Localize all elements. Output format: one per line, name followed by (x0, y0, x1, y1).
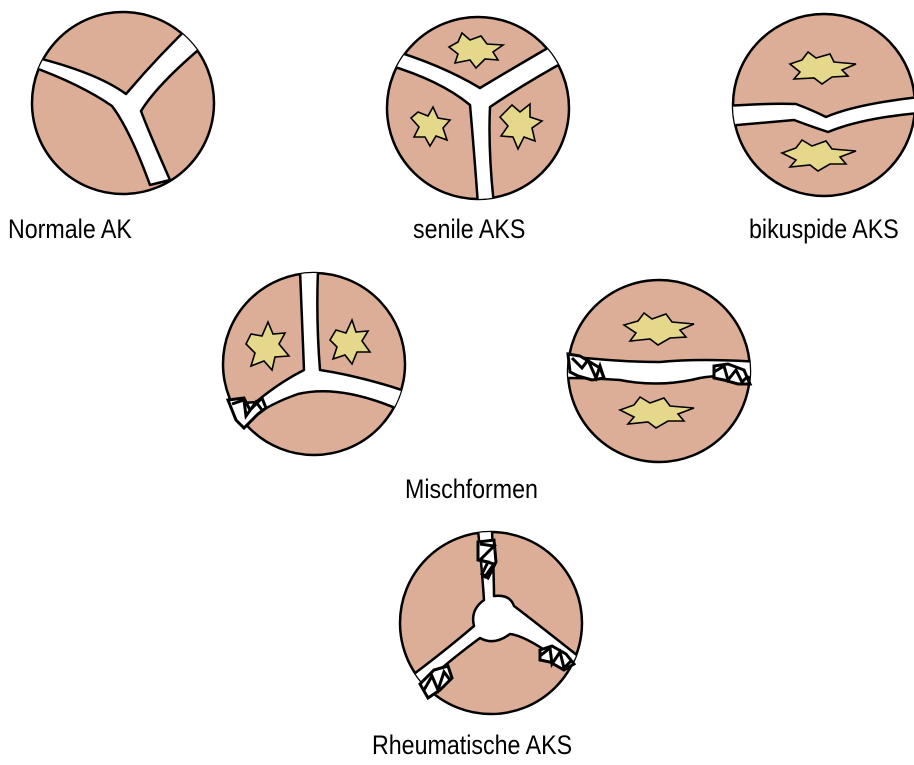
label-rheumatic: Rheumatische AKS (372, 730, 572, 761)
senile-valve (385, 17, 575, 205)
label-normal: Normale AK (8, 214, 132, 245)
mixed-valve-bicuspid (566, 280, 760, 462)
label-senile: senile AKS (413, 214, 525, 245)
label-mixed: Mischformen (405, 474, 538, 505)
mixed-valve-tricuspid (223, 270, 408, 455)
normal-valve (30, 12, 220, 194)
rheumatic-valve (400, 530, 582, 714)
label-bicuspid: bikuspide AKS (749, 214, 899, 245)
bicuspid-valve (726, 14, 914, 196)
